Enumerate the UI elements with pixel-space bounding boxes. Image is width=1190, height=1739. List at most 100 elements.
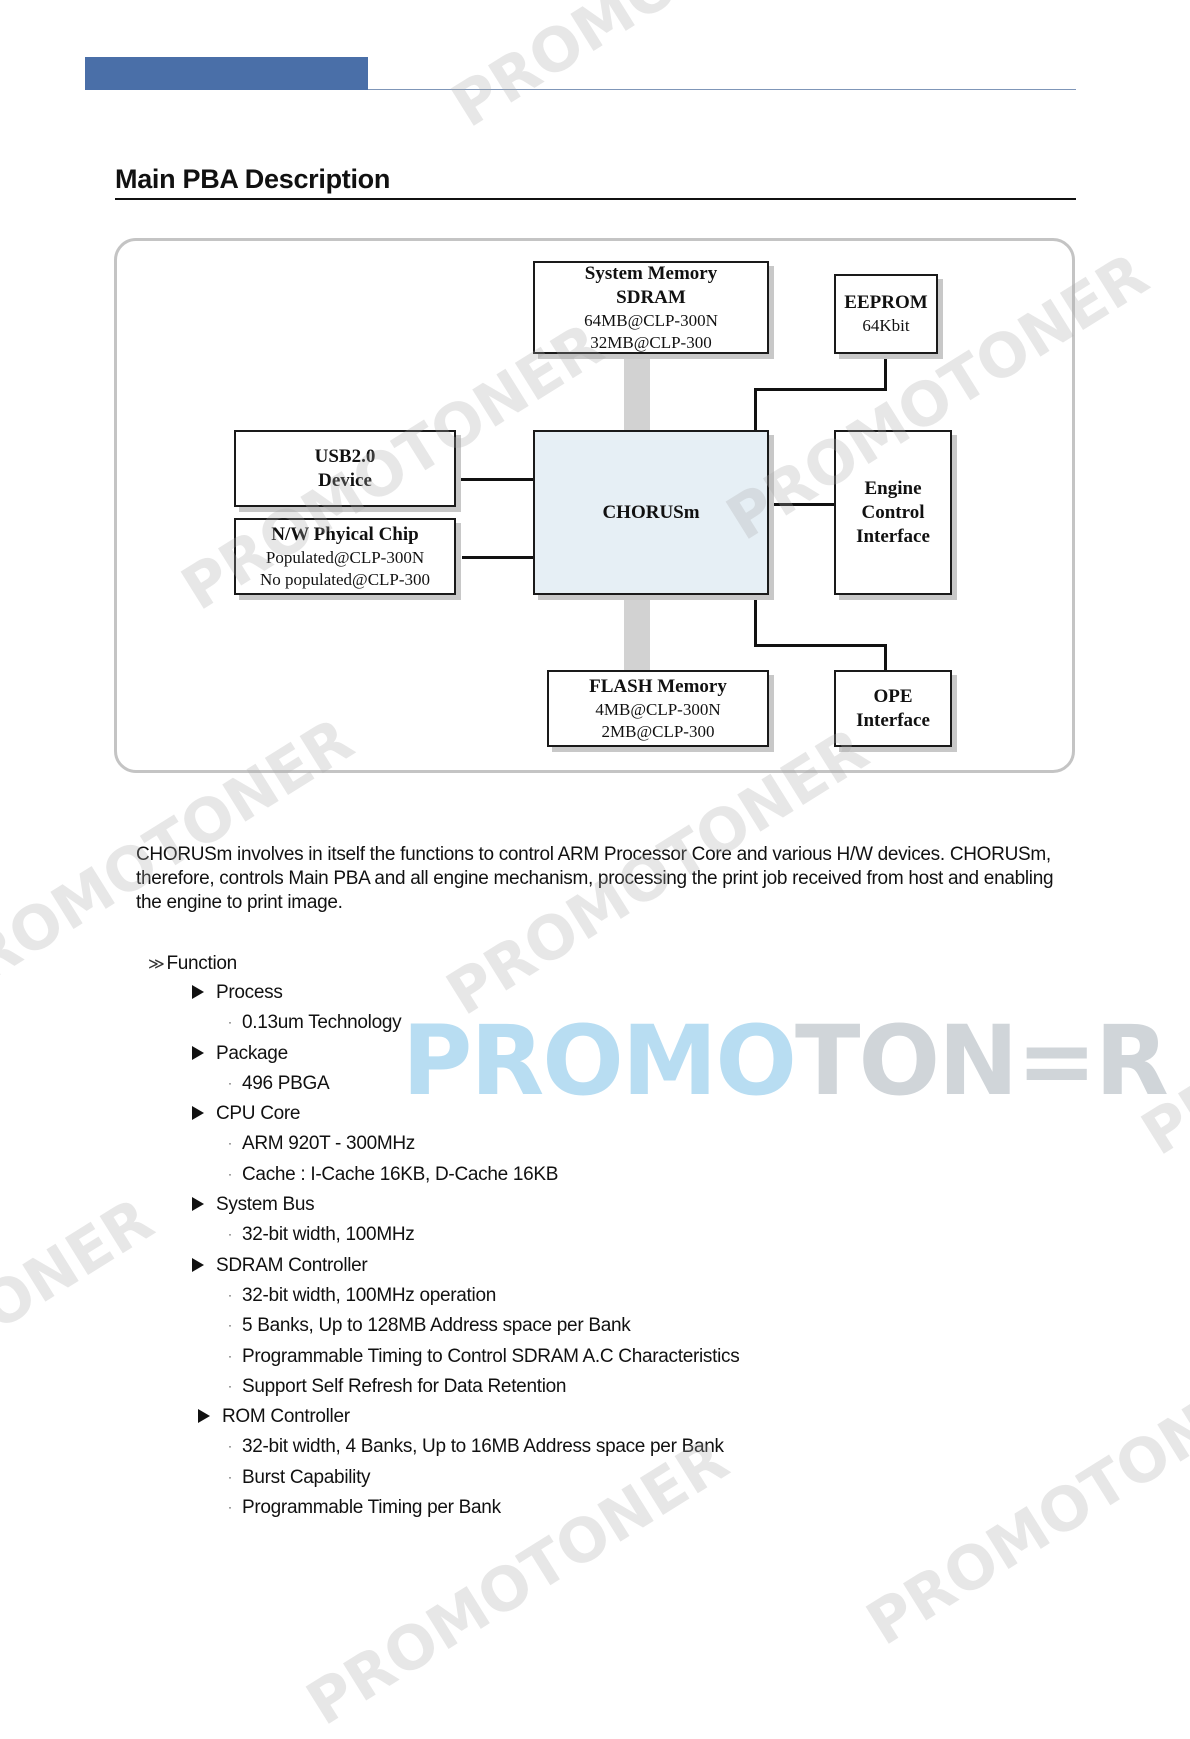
function-detail-item: · Programmable Timing to Control SDRAM A.…: [228, 1346, 740, 1368]
function-group-label: Package: [216, 1043, 288, 1064]
function-detail-text: 32-bit width, 100MHz: [242, 1224, 415, 1245]
engine-line2: Control: [861, 501, 925, 523]
description-paragraph: CHORUSm involves in itself the functions…: [136, 844, 1054, 913]
function-detail-text: Programmable Timing per Bank: [242, 1497, 501, 1518]
function-group-label: SDRAM Controller: [216, 1255, 368, 1276]
header-rule: [368, 89, 1076, 90]
eeprom-link-v1: [884, 356, 887, 390]
memory-bus: [624, 354, 650, 430]
system-memory-block: System Memory SDRAM 64MB@CLP-300N 32MB@C…: [533, 261, 769, 354]
function-detail-item: ·32-bit width, 100MHz operation: [228, 1285, 496, 1307]
system-memory-size: 32MB@CLP-300: [590, 332, 712, 352]
triangle-bullet-icon: [192, 1197, 204, 1211]
function-detail-item: · ARM 920T - 300MHz: [228, 1133, 415, 1155]
usb-link: [458, 478, 534, 481]
function-detail-text: 5 Banks, Up to 128MB Address space per B…: [242, 1315, 631, 1336]
function-group: CPU Core: [192, 1103, 300, 1125]
eeprom-block: EEPROM 64Kbit: [834, 274, 938, 354]
function-detail-text: Burst Capability: [242, 1467, 371, 1488]
flash-bus: [624, 595, 650, 670]
system-memory-type: SDRAM: [616, 286, 686, 308]
flash-size: 2MB@CLP-300: [601, 721, 715, 741]
function-detail-text: 32-bit width, 4 Banks, Up to 16MB Addres…: [242, 1436, 724, 1457]
function-detail-item: · Support Self Refresh for Data Retention: [228, 1376, 566, 1398]
nw-chip-title: N/W Phyical Chip: [271, 523, 419, 545]
chorusm-core-block: CHORUSm: [533, 430, 769, 595]
eeprom-title: EEPROM: [844, 292, 928, 313]
eeprom-link-h: [754, 388, 887, 391]
function-group-label: ROM Controller: [222, 1406, 350, 1427]
dot-bullet-icon: ·: [228, 1136, 232, 1150]
watermark-text: PROMOTONER: [440, 0, 885, 141]
function-detail-text: Cache : I-Cache 16KB, D-Cache 16KB: [242, 1164, 559, 1185]
nw-chip-block: N/W Phyical Chip Populated@CLP-300N No p…: [234, 518, 456, 595]
function-detail-item: · 496 PBGA: [228, 1073, 330, 1095]
dot-bullet-icon: ·: [228, 1470, 232, 1484]
function-group: Process: [192, 982, 283, 1004]
dot-bullet-icon: ·: [228, 1227, 232, 1241]
function-detail-text: ARM 920T - 300MHz: [242, 1133, 415, 1154]
block-diagram-frame: [114, 238, 1075, 773]
ope-line2: Interface: [856, 709, 930, 731]
triangle-bullet-icon: [198, 1409, 210, 1423]
function-detail-item: ·Programmable Timing per Bank: [228, 1497, 501, 1519]
watermark-text: PROMOTONER: [0, 1184, 166, 1500]
system-memory-size-n: 64MB@CLP-300N: [584, 310, 718, 330]
function-detail-item: ·32-bit width, 4 Banks, Up to 16MB Addre…: [228, 1436, 724, 1458]
function-detail-item: · 32-bit width, 100MHz: [228, 1224, 415, 1246]
ope-interface-block: OPE Interface: [834, 670, 952, 747]
function-heading: ≫Function: [148, 953, 237, 975]
eeprom-link-v2: [754, 388, 757, 430]
function-group: SDRAM Controller: [192, 1255, 368, 1277]
triangle-bullet-icon: [192, 1258, 204, 1272]
triangle-bullet-icon: [192, 1046, 204, 1060]
promotoner-logo: PROMOTON=R: [402, 1005, 1169, 1117]
usb-subtitle: Device: [318, 469, 372, 491]
engine-line3: Interface: [856, 525, 930, 547]
dot-bullet-icon: ·: [228, 1349, 232, 1363]
dot-bullet-icon: ·: [228, 1379, 232, 1393]
ope-link-h: [754, 644, 887, 647]
dot-bullet-icon: ·: [228, 1076, 232, 1090]
triangle-bullet-icon: [192, 1106, 204, 1120]
engine-control-block: Engine Control Interface: [834, 430, 952, 595]
header-bar: [85, 57, 368, 90]
engine-link: [773, 503, 835, 506]
function-group: System Bus: [192, 1194, 315, 1216]
watermark-text: PROMOTONER: [855, 1344, 1190, 1660]
chorusm-label: CHORUSm: [602, 501, 700, 523]
ope-line1: OPE: [873, 685, 913, 707]
ope-link-v2: [884, 644, 887, 671]
function-detail-text: Programmable Timing to Control SDRAM A.C…: [242, 1346, 740, 1367]
function-group-label: Process: [216, 982, 283, 1003]
eeprom-size: 64Kbit: [862, 316, 910, 335]
function-detail-item: · 5 Banks, Up to 128MB Address space per …: [228, 1315, 631, 1337]
function-group: ROM Controller: [198, 1406, 350, 1428]
ope-link-v1: [754, 595, 757, 647]
flash-memory-block: FLASH Memory 4MB@CLP-300N 2MB@CLP-300: [547, 670, 769, 747]
function-group-label: System Bus: [216, 1194, 315, 1215]
nw-link: [462, 556, 534, 559]
function-detail-item: · 0.13um Technology: [228, 1012, 402, 1034]
engine-line1: Engine: [864, 477, 922, 499]
dot-bullet-icon: ·: [228, 1015, 232, 1029]
triangle-bullet-icon: [192, 985, 204, 999]
function-detail-text: Support Self Refresh for Data Retention: [242, 1376, 567, 1397]
usb-title: USB2.0: [314, 445, 376, 467]
function-detail-item: · Cache : I-Cache 16KB, D-Cache 16KB: [228, 1164, 558, 1186]
function-detail-text: 0.13um Technology: [242, 1012, 402, 1033]
dot-bullet-icon: ·: [228, 1167, 232, 1181]
system-memory-title: System Memory: [584, 262, 718, 284]
function-detail-text: 496 PBGA: [242, 1073, 330, 1094]
page-title: Main PBA Description: [115, 164, 391, 194]
function-group: Package: [192, 1043, 288, 1065]
nw-chip-not-populated: No populated@CLP-300: [259, 569, 431, 589]
function-heading-label: Function: [166, 953, 237, 974]
double-chevron-icon: ≫: [148, 956, 165, 973]
nw-chip-populated: Populated@CLP-300N: [265, 547, 425, 567]
dot-bullet-icon: ·: [228, 1318, 232, 1332]
usb-block: USB2.0 Device: [234, 430, 456, 507]
title-underline: [115, 198, 1076, 200]
function-group-label: CPU Core: [216, 1103, 301, 1124]
flash-size-n: 4MB@CLP-300N: [595, 699, 721, 719]
